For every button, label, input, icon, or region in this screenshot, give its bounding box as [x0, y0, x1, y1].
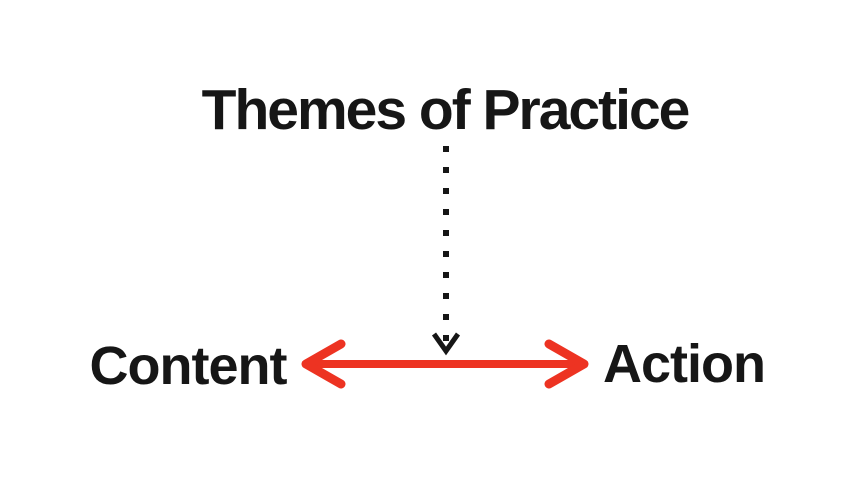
dotted-connector-line	[443, 146, 449, 342]
down-arrowhead-shape	[431, 332, 461, 356]
content-node-label: Content	[89, 336, 288, 396]
double-headed-arrow-icon	[301, 339, 589, 389]
action-node-label: Action	[603, 334, 766, 394]
right-arrowhead	[544, 339, 589, 389]
diagram-title: Themes of Practice	[201, 78, 691, 142]
down-arrowhead-icon	[431, 332, 461, 356]
left-arrowhead	[301, 339, 346, 389]
